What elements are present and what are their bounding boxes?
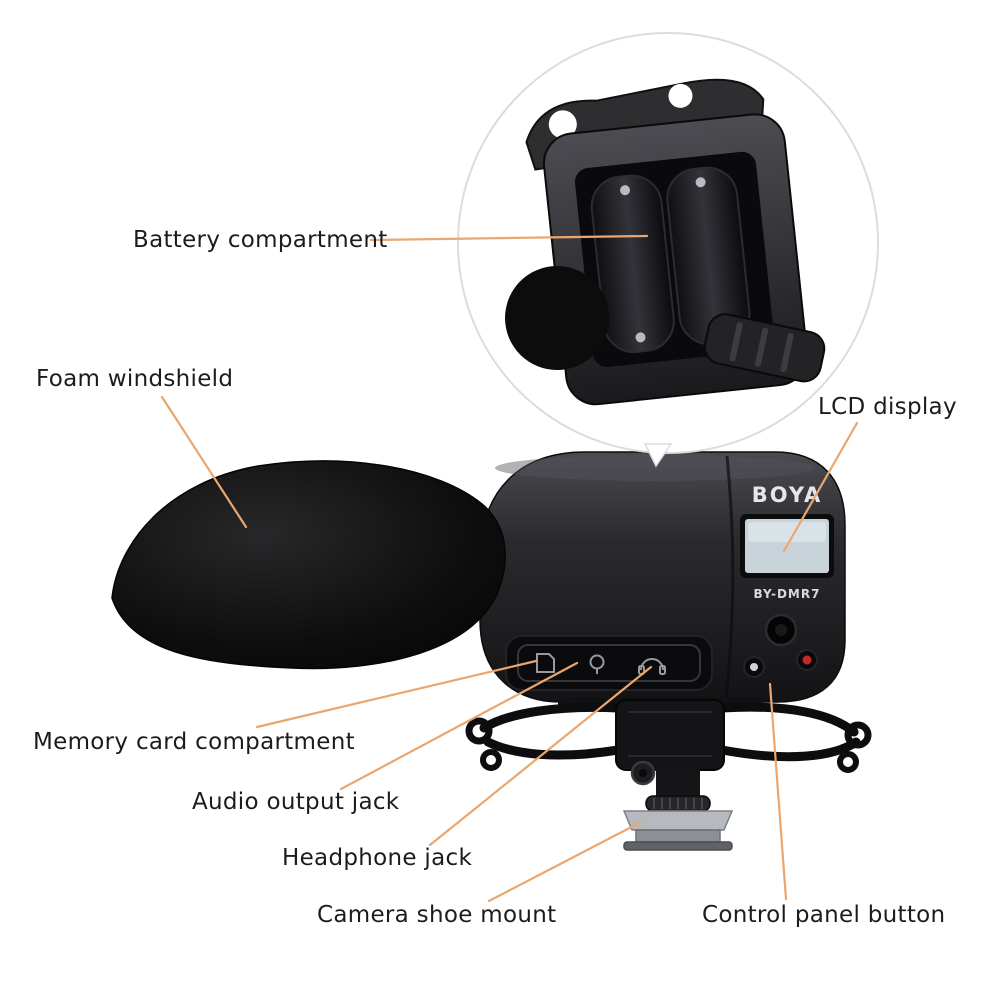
label-memory-card-compartment: Memory card compartment	[33, 729, 355, 755]
leader-line-battery	[369, 234, 649, 242]
brand-text: BOYA	[752, 483, 823, 507]
ports-panel	[505, 635, 713, 691]
model-text: BY-DMR7	[754, 587, 821, 601]
battery-compartment-inset	[457, 32, 879, 468]
leader-line-lcd	[782, 421, 859, 553]
ports-panel-door	[517, 644, 701, 682]
label-headphone-jack: Headphone jack	[282, 845, 473, 871]
front-panel-seam	[724, 455, 735, 701]
label-lcd-display: LCD display	[818, 394, 957, 420]
leader-line-audio	[339, 661, 579, 791]
battery-slot-left	[590, 174, 675, 353]
leader-line-memory	[255, 659, 538, 729]
control-panel-button-dot	[750, 663, 758, 671]
body-top-highlight	[495, 455, 815, 481]
leader-line-foam	[160, 395, 248, 529]
label-battery-compartment: Battery compartment	[133, 227, 388, 253]
leader-line-headphone	[428, 665, 653, 847]
battery-cover	[703, 313, 826, 383]
inset-foam-disc	[505, 266, 610, 371]
record-button-dot	[802, 655, 812, 665]
label-control-panel-button: Control panel button	[702, 902, 946, 928]
label-camera-shoe-mount: Camera shoe mount	[317, 902, 557, 928]
leader-line-shoe	[487, 820, 643, 903]
leader-lines	[160, 234, 859, 903]
lcd-display-sheen	[748, 522, 826, 542]
foam-windshield	[111, 460, 506, 670]
audio-out-icon	[589, 654, 605, 674]
camera-shoe-mount	[622, 795, 734, 851]
control-knob-center	[775, 624, 787, 636]
microphone-device: BOYA BY-DMR7	[111, 451, 872, 851]
leader-line-control	[768, 682, 788, 901]
shock-mount	[465, 697, 872, 802]
inset-pointer	[643, 443, 673, 468]
label-audio-output-jack: Audio output jack	[192, 789, 400, 815]
sd-card-icon	[536, 653, 555, 673]
label-foam-windshield: Foam windshield	[36, 366, 234, 392]
